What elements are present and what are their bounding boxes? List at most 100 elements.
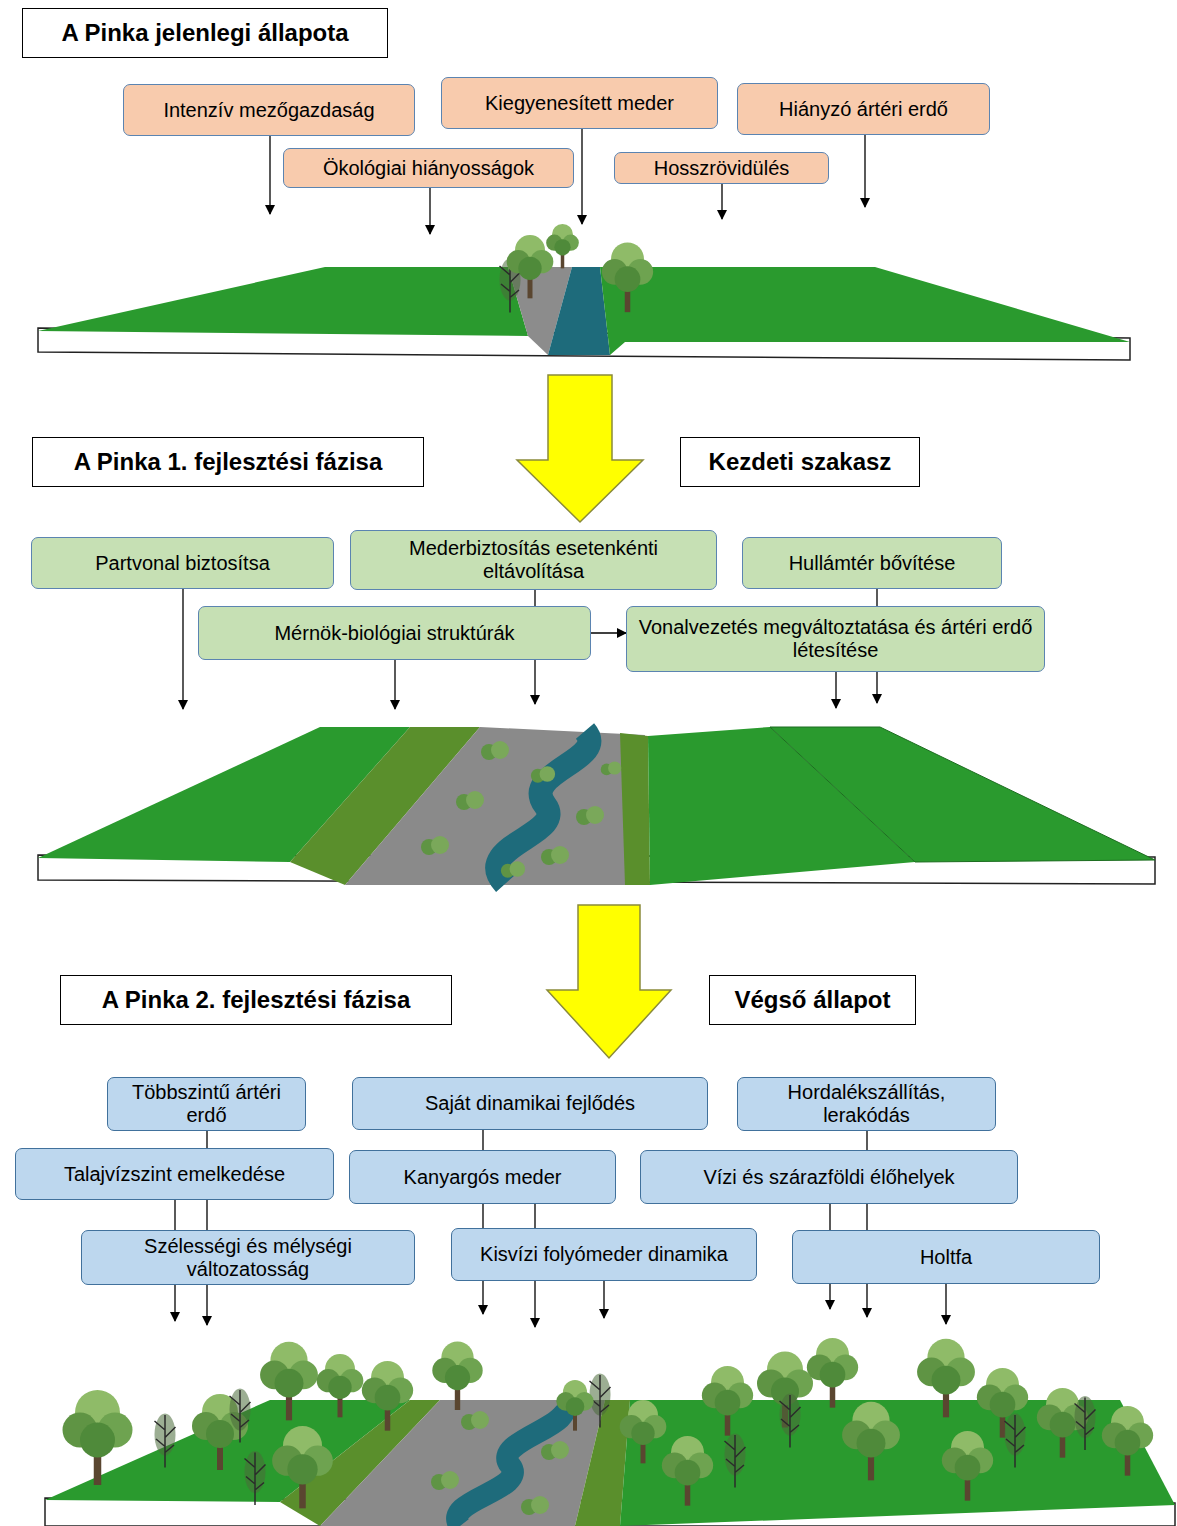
bush <box>521 1496 549 1515</box>
measure-box: Hullámtér bővítése <box>742 537 1002 589</box>
outcome-box: Saját dinamikai fejlődés <box>352 1077 708 1130</box>
heading-box: A Pinka jelenlegi állapota <box>22 8 388 58</box>
box-label: Kanyargós meder <box>404 1166 562 1189</box>
bush <box>541 1441 569 1460</box>
box-label: Vonalvezetés megváltoztatása és ártéri e… <box>636 616 1035 662</box>
heading-box: Végső állapot <box>709 975 916 1025</box>
bush <box>456 791 484 810</box>
bush <box>541 846 569 865</box>
connector-line <box>866 1204 867 1230</box>
measure-box: Mérnök-biológiai struktúrák <box>198 606 591 660</box>
connector-line <box>174 1200 175 1230</box>
field-left <box>38 267 528 336</box>
box-label: Saját dinamikai fejlődés <box>425 1092 635 1115</box>
natural-channel <box>320 1400 605 1526</box>
box-label: Kezdeti szakasz <box>709 448 892 476</box>
bush <box>421 836 449 855</box>
tree <box>842 1402 900 1481</box>
outcome-box: Kisvízi folyómeder dinamika <box>451 1228 757 1281</box>
bush <box>481 741 509 760</box>
box-label: Szélességi és mélységi változatosság <box>91 1235 405 1281</box>
heading-box: A Pinka 1. fejlesztési fázisa <box>32 437 424 487</box>
connector-line <box>876 589 877 606</box>
bush <box>531 766 555 782</box>
box-label: Vízi és szárazföldi élőhelyek <box>703 1166 954 1189</box>
meandering-water <box>497 731 589 884</box>
connector-line <box>482 1130 483 1150</box>
box-label: A Pinka jelenlegi állapota <box>61 19 348 47</box>
problem-box: Kiegyenesített meder <box>441 77 718 129</box>
box-label: Hordalékszállítás, lerakódás <box>747 1081 986 1127</box>
outcome-box: Többszintű ártéri erdő <box>107 1077 306 1131</box>
box-label: Végső állapot <box>734 986 890 1014</box>
box-label: Hosszrövidülés <box>654 157 790 180</box>
tree <box>917 1339 975 1418</box>
bare-tree <box>230 1389 251 1443</box>
field-right <box>600 267 1130 355</box>
bush <box>431 1471 459 1490</box>
connector-line <box>866 1131 867 1150</box>
connector-line <box>206 1200 207 1230</box>
bare-tree <box>245 1451 266 1505</box>
tree <box>662 1436 713 1506</box>
bare-tree <box>1005 1414 1026 1468</box>
tree <box>317 1354 364 1417</box>
outcome-box: Kanyargós meder <box>349 1150 616 1204</box>
widened-channel <box>345 727 645 885</box>
measure-box: Partvonal biztosítsa <box>31 537 334 589</box>
tree <box>702 1366 753 1436</box>
meandering-water <box>457 1402 564 1526</box>
outcome-box: Talajvízszint emelkedése <box>15 1148 334 1200</box>
connector-line <box>482 1204 483 1228</box>
phase-arrow <box>517 375 643 522</box>
heading-box: Kezdeti szakasz <box>680 437 920 487</box>
connector-line <box>206 1131 207 1148</box>
connector-line <box>534 1204 535 1228</box>
problem-box: Hiányzó ártéri erdő <box>737 83 990 135</box>
bare-tree <box>725 1434 746 1488</box>
box-label: Talajvízszint emelkedése <box>64 1163 285 1186</box>
box-label: Partvonal biztosítsa <box>95 552 270 575</box>
box-label: Többszintű ártéri erdő <box>117 1081 296 1127</box>
connector-arrow <box>591 632 626 633</box>
tree <box>807 1338 858 1408</box>
heading-box: A Pinka 2. fejlesztési fázisa <box>60 975 452 1025</box>
leader-arrow <box>182 570 183 709</box>
tree <box>620 1400 667 1463</box>
outcome-box: Vízi és szárazföldi élőhelyek <box>640 1150 1018 1204</box>
tree <box>362 1361 413 1431</box>
tree <box>507 235 554 298</box>
bare-tree <box>780 1394 801 1448</box>
box-label: A Pinka 1. fejlesztési fázisa <box>74 448 383 476</box>
measure-box: Vonalvezetés megváltoztatása és ártéri e… <box>626 606 1045 672</box>
bush <box>461 1411 489 1430</box>
tree <box>1102 1406 1153 1476</box>
problem-box: Hosszrövidülés <box>614 152 829 184</box>
tree <box>942 1431 993 1501</box>
floodplain-forest-zone <box>770 727 1155 862</box>
phase-arrow <box>547 905 671 1058</box>
bush <box>501 861 525 877</box>
box-label: Kisvízi folyómeder dinamika <box>480 1243 728 1266</box>
box-label: Kiegyenesített meder <box>485 92 674 115</box>
box-label: A Pinka 2. fejlesztési fázisa <box>102 986 411 1014</box>
bush <box>576 806 604 825</box>
tree <box>432 1342 482 1410</box>
straight-channel <box>548 267 610 355</box>
connector-line <box>534 590 535 606</box>
box-label: Holtfa <box>920 1246 972 1269</box>
tree <box>546 224 579 268</box>
box-label: Mérnök-biológiai struktúrák <box>274 622 514 645</box>
box-label: Intenzív mezőgazdaság <box>163 99 374 122</box>
tree <box>260 1342 318 1421</box>
outcome-box: Holtfa <box>792 1230 1100 1284</box>
problem-box: Ökológiai hiányosságok <box>283 148 574 188</box>
problem-box: Intenzív mezőgazdaság <box>123 84 415 136</box>
box-label: Hiányzó ártéri erdő <box>779 98 948 121</box>
bare-tree <box>1075 1396 1096 1450</box>
riparian-strip <box>620 733 650 885</box>
measure-box: Mederbiztosítás esetenkénti eltávolítása <box>350 530 717 590</box>
connector-line <box>829 1204 830 1230</box>
